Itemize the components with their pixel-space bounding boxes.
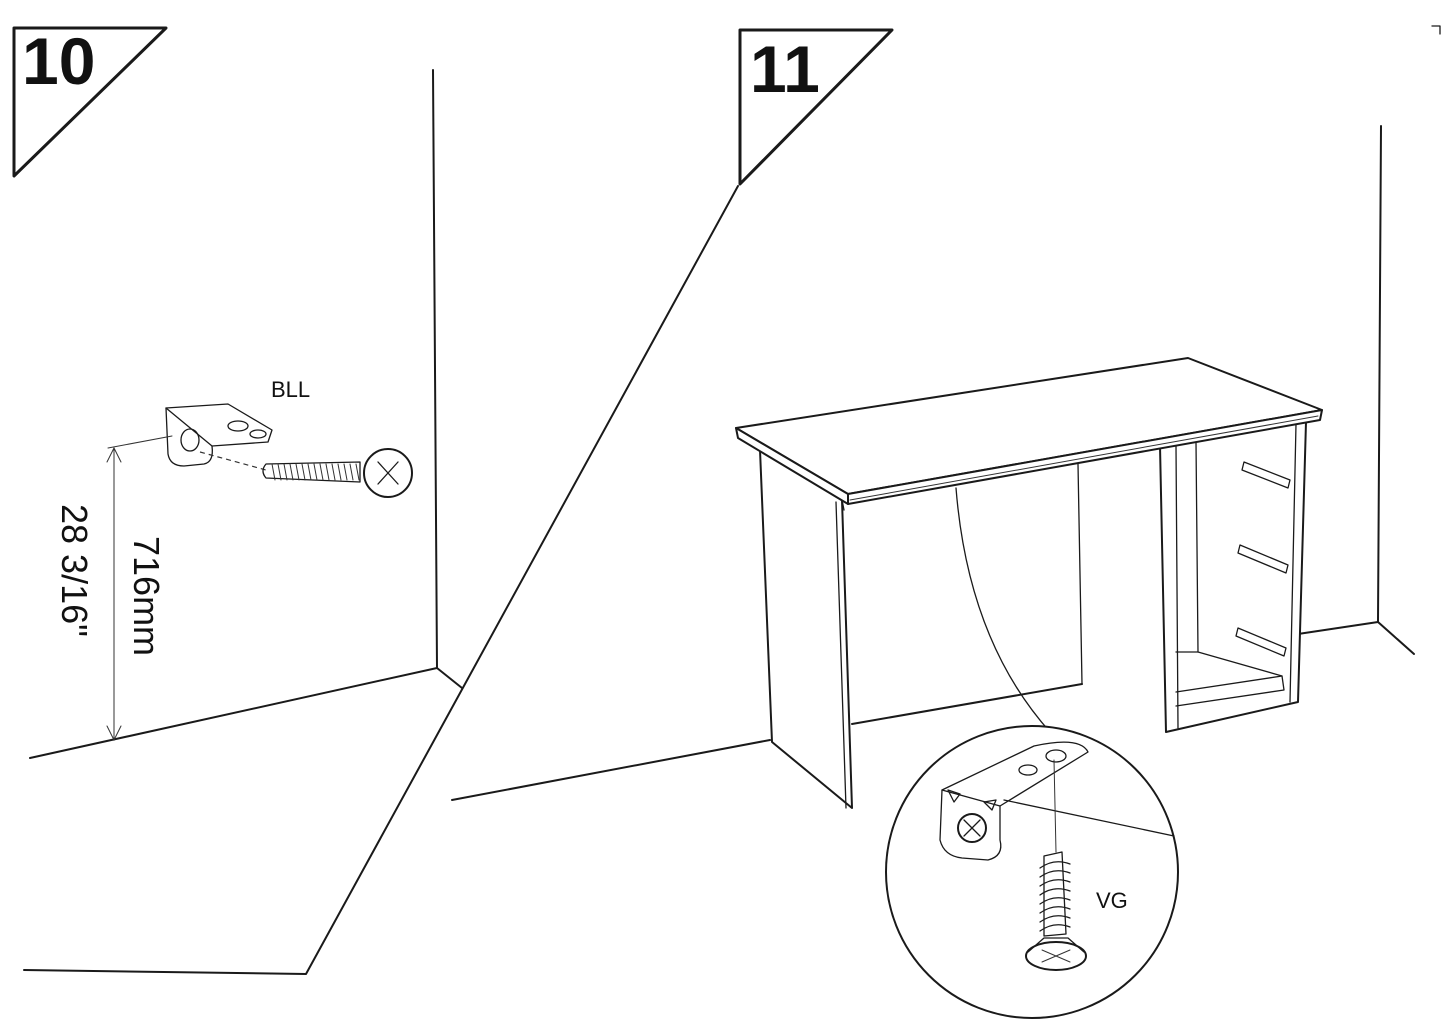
bracket-part-label: BLL xyxy=(271,377,310,402)
dimension-metric-label: 716mm xyxy=(126,536,167,656)
wall-plug-icon xyxy=(1025,851,1087,971)
height-dimension-line xyxy=(106,435,173,742)
crop-mark xyxy=(1431,25,1441,35)
step-11-panel: 11 xyxy=(451,28,1415,1019)
step-11-number: 11 xyxy=(750,32,820,106)
step-divider xyxy=(23,185,739,975)
screw-icon xyxy=(262,448,413,498)
dimension-imperial-label: 28 3/16" xyxy=(54,504,95,637)
step-10-number: 10 xyxy=(22,24,95,98)
screw-part-label: VG xyxy=(1096,888,1128,913)
detail-leader xyxy=(955,487,1051,733)
step-10-panel: 10 BLL xyxy=(12,24,463,759)
step-11-room xyxy=(451,125,1415,801)
step-10-room xyxy=(29,69,463,759)
detail-magnifier-icon xyxy=(885,725,1179,1019)
desk-icon xyxy=(735,357,1323,809)
step-10-badge: 10 xyxy=(12,24,168,178)
step-11-badge: 11 xyxy=(738,28,894,186)
